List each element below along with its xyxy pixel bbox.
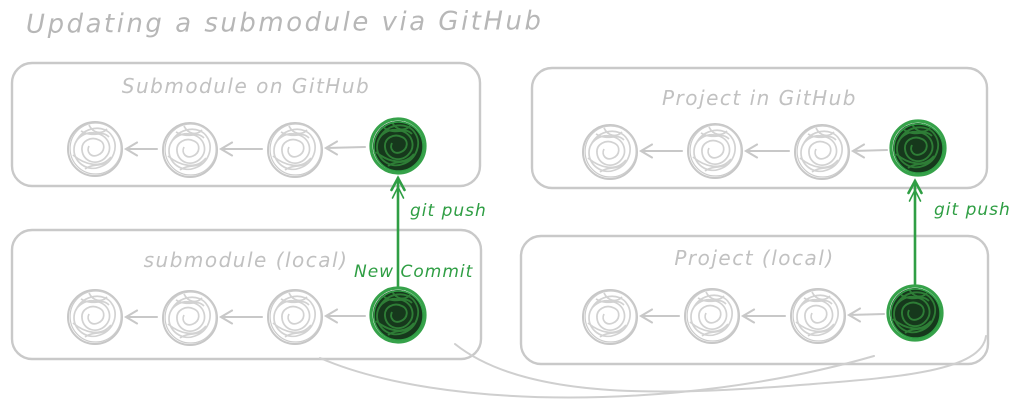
commit-node: [688, 124, 742, 178]
box-title-project-local: Project (local): [674, 246, 835, 270]
commit-parent-arrow: [743, 143, 791, 159]
parent-arrows-project-local: [638, 307, 886, 324]
new-commit-node-submodule-github: [371, 119, 425, 173]
commit-node: [583, 125, 637, 179]
commit-parent-arrow: [323, 140, 367, 156]
local-repos-connector-curves: [319, 335, 987, 399]
connector-curve: [319, 355, 875, 399]
commit-node: [163, 123, 217, 177]
box-title-submodule-local: submodule (local): [143, 248, 349, 272]
commit-node: [685, 289, 739, 343]
new-commit-node-project-local: [888, 286, 942, 340]
commit-node: [583, 290, 637, 344]
box-submodule-local: [10, 228, 483, 361]
page-title: Updating a submodule via GitHub: [25, 6, 544, 40]
commit-node: [795, 125, 849, 179]
new-commit-node-submodule-local: [371, 288, 425, 342]
box-project-local: [519, 234, 990, 366]
parent-arrows-submodule-local: [123, 308, 367, 325]
commit-parent-arrow: [850, 143, 889, 159]
commit-parent-arrow: [740, 308, 787, 324]
git-push-arrow-submodule: [390, 175, 406, 289]
git-push-label-project: git push: [934, 200, 1011, 220]
commit-node: [791, 289, 845, 343]
git-push-arrow-project: [907, 178, 923, 287]
commit-node: [68, 290, 122, 344]
box-submodule-github: [10, 61, 482, 188]
box-title-project-github: Project in GitHub: [662, 86, 857, 110]
commit-parent-arrow: [323, 308, 367, 324]
new-commit-node-project-github: [891, 121, 945, 175]
parent-arrows-submodule-github: [123, 140, 367, 157]
connector-curve: [454, 335, 987, 393]
commit-parent-arrow: [218, 309, 264, 325]
commit-parent-arrow: [218, 141, 264, 157]
box-project-github: [530, 66, 989, 190]
new-commit-label: New Commit: [354, 262, 474, 282]
commit-parent-arrow: [846, 307, 886, 323]
commit-node: [268, 290, 322, 344]
commit-node: [163, 291, 217, 345]
git-push-label-submodule: git push: [410, 201, 487, 221]
commit-node: [268, 123, 322, 177]
commit-parent-arrow: [123, 309, 159, 325]
commit-parent-arrow: [638, 308, 681, 324]
box-title-submodule-github: Submodule on GitHub: [121, 74, 371, 98]
commit-node: [68, 122, 122, 176]
commit-parent-arrow: [123, 141, 159, 157]
parent-arrows-project-github: [638, 143, 889, 159]
commit-parent-arrow: [638, 143, 684, 159]
